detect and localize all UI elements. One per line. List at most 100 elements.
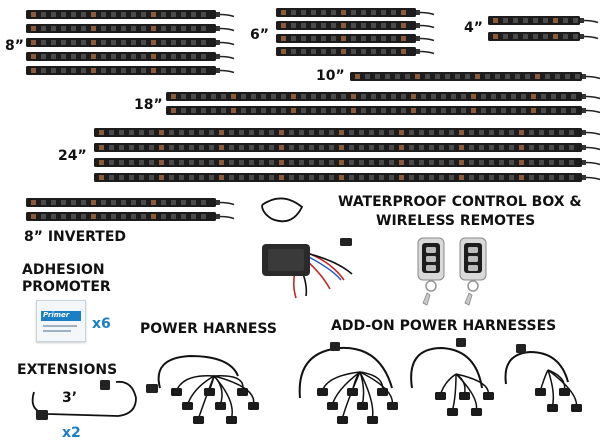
led-chip bbox=[409, 145, 414, 150]
led-chip bbox=[431, 108, 436, 113]
led-chip bbox=[365, 74, 370, 79]
led-chip bbox=[351, 49, 356, 54]
led-chip bbox=[181, 94, 186, 99]
led-chip bbox=[329, 130, 334, 135]
led-chip bbox=[111, 200, 116, 205]
led-chip bbox=[209, 160, 214, 165]
led-chip bbox=[419, 160, 424, 165]
led-chip bbox=[485, 74, 490, 79]
led-chip bbox=[179, 175, 184, 180]
led-chip bbox=[441, 108, 446, 113]
led-chip bbox=[121, 40, 126, 45]
led-chip bbox=[415, 74, 420, 79]
addon-harness-1-connector bbox=[387, 402, 398, 410]
led-chip bbox=[179, 160, 184, 165]
strip-end-cap bbox=[582, 160, 586, 165]
led-chip bbox=[479, 160, 484, 165]
led-chip bbox=[139, 160, 144, 165]
strip-end-cap bbox=[216, 40, 220, 45]
led-chip bbox=[229, 145, 234, 150]
led-chip bbox=[341, 108, 346, 113]
strip-end-cap bbox=[582, 175, 586, 180]
led-chip bbox=[269, 145, 274, 150]
led-chip bbox=[549, 160, 554, 165]
led-chip bbox=[409, 130, 414, 135]
led-chip bbox=[429, 175, 434, 180]
led-chip bbox=[461, 94, 466, 99]
led-chip bbox=[449, 130, 454, 135]
led-chip bbox=[289, 145, 294, 150]
led-chip bbox=[301, 23, 306, 28]
addon-harness-1-connector bbox=[367, 416, 378, 424]
led-chip bbox=[191, 68, 196, 73]
led-chip bbox=[131, 54, 136, 59]
led-chip bbox=[391, 10, 396, 15]
led-chip bbox=[101, 214, 106, 219]
led-chip bbox=[99, 160, 104, 165]
led-chip bbox=[385, 74, 390, 79]
led-chip bbox=[199, 130, 204, 135]
led-chip bbox=[375, 74, 380, 79]
strip-end-cap bbox=[416, 10, 420, 15]
led-chip bbox=[41, 26, 46, 31]
led-chip bbox=[109, 160, 114, 165]
led-chip bbox=[179, 145, 184, 150]
led-chip bbox=[281, 36, 286, 41]
led-chip bbox=[261, 94, 266, 99]
led-chip bbox=[41, 214, 46, 219]
led-chip bbox=[359, 145, 364, 150]
led-chip bbox=[559, 175, 564, 180]
led-chip bbox=[171, 94, 176, 99]
strip-end-cap bbox=[216, 68, 220, 73]
led-chip bbox=[401, 49, 406, 54]
led-chip bbox=[61, 26, 66, 31]
led-chip bbox=[341, 49, 346, 54]
led-chip bbox=[119, 145, 124, 150]
led-chip bbox=[81, 26, 86, 31]
led-chip bbox=[221, 94, 226, 99]
led-chip bbox=[249, 145, 254, 150]
led-chip bbox=[301, 49, 306, 54]
led-chip bbox=[501, 94, 506, 99]
led-chip bbox=[231, 94, 236, 99]
led-chip bbox=[291, 49, 296, 54]
led-chip bbox=[459, 145, 464, 150]
power-harness-connector bbox=[226, 416, 237, 424]
led-chip bbox=[531, 108, 536, 113]
led-chip bbox=[571, 94, 576, 99]
led-chip bbox=[499, 145, 504, 150]
led-chip bbox=[141, 12, 146, 17]
led-chip bbox=[451, 94, 456, 99]
led-chip bbox=[401, 108, 406, 113]
strip-lead-wire bbox=[585, 109, 600, 114]
led-chip bbox=[389, 145, 394, 150]
adhesion-quantity: x6 bbox=[92, 316, 111, 332]
led-chip bbox=[501, 108, 506, 113]
led-chip bbox=[171, 54, 176, 59]
led-chip bbox=[339, 175, 344, 180]
led-chip bbox=[291, 36, 296, 41]
led-chip bbox=[331, 10, 336, 15]
led-chip bbox=[509, 175, 514, 180]
led-chip bbox=[309, 175, 314, 180]
led-chip bbox=[571, 108, 576, 113]
led-chip bbox=[161, 68, 166, 73]
led-chip bbox=[409, 160, 414, 165]
led-chip bbox=[209, 145, 214, 150]
primer-brand-text: Primer bbox=[43, 311, 70, 319]
led-chip bbox=[573, 34, 578, 39]
led-chip bbox=[319, 130, 324, 135]
led-chip bbox=[219, 145, 224, 150]
control-box-face bbox=[268, 249, 304, 271]
led-chip bbox=[81, 200, 86, 205]
strip-lead-wire bbox=[585, 95, 600, 100]
led-chip bbox=[371, 49, 376, 54]
strip-lead-wire bbox=[219, 69, 235, 74]
led-chip bbox=[459, 160, 464, 165]
led-chip bbox=[551, 94, 556, 99]
led-chip bbox=[259, 175, 264, 180]
led-chip bbox=[159, 145, 164, 150]
led-chip bbox=[311, 10, 316, 15]
strip-end-cap bbox=[582, 108, 586, 113]
led-chip bbox=[529, 160, 534, 165]
